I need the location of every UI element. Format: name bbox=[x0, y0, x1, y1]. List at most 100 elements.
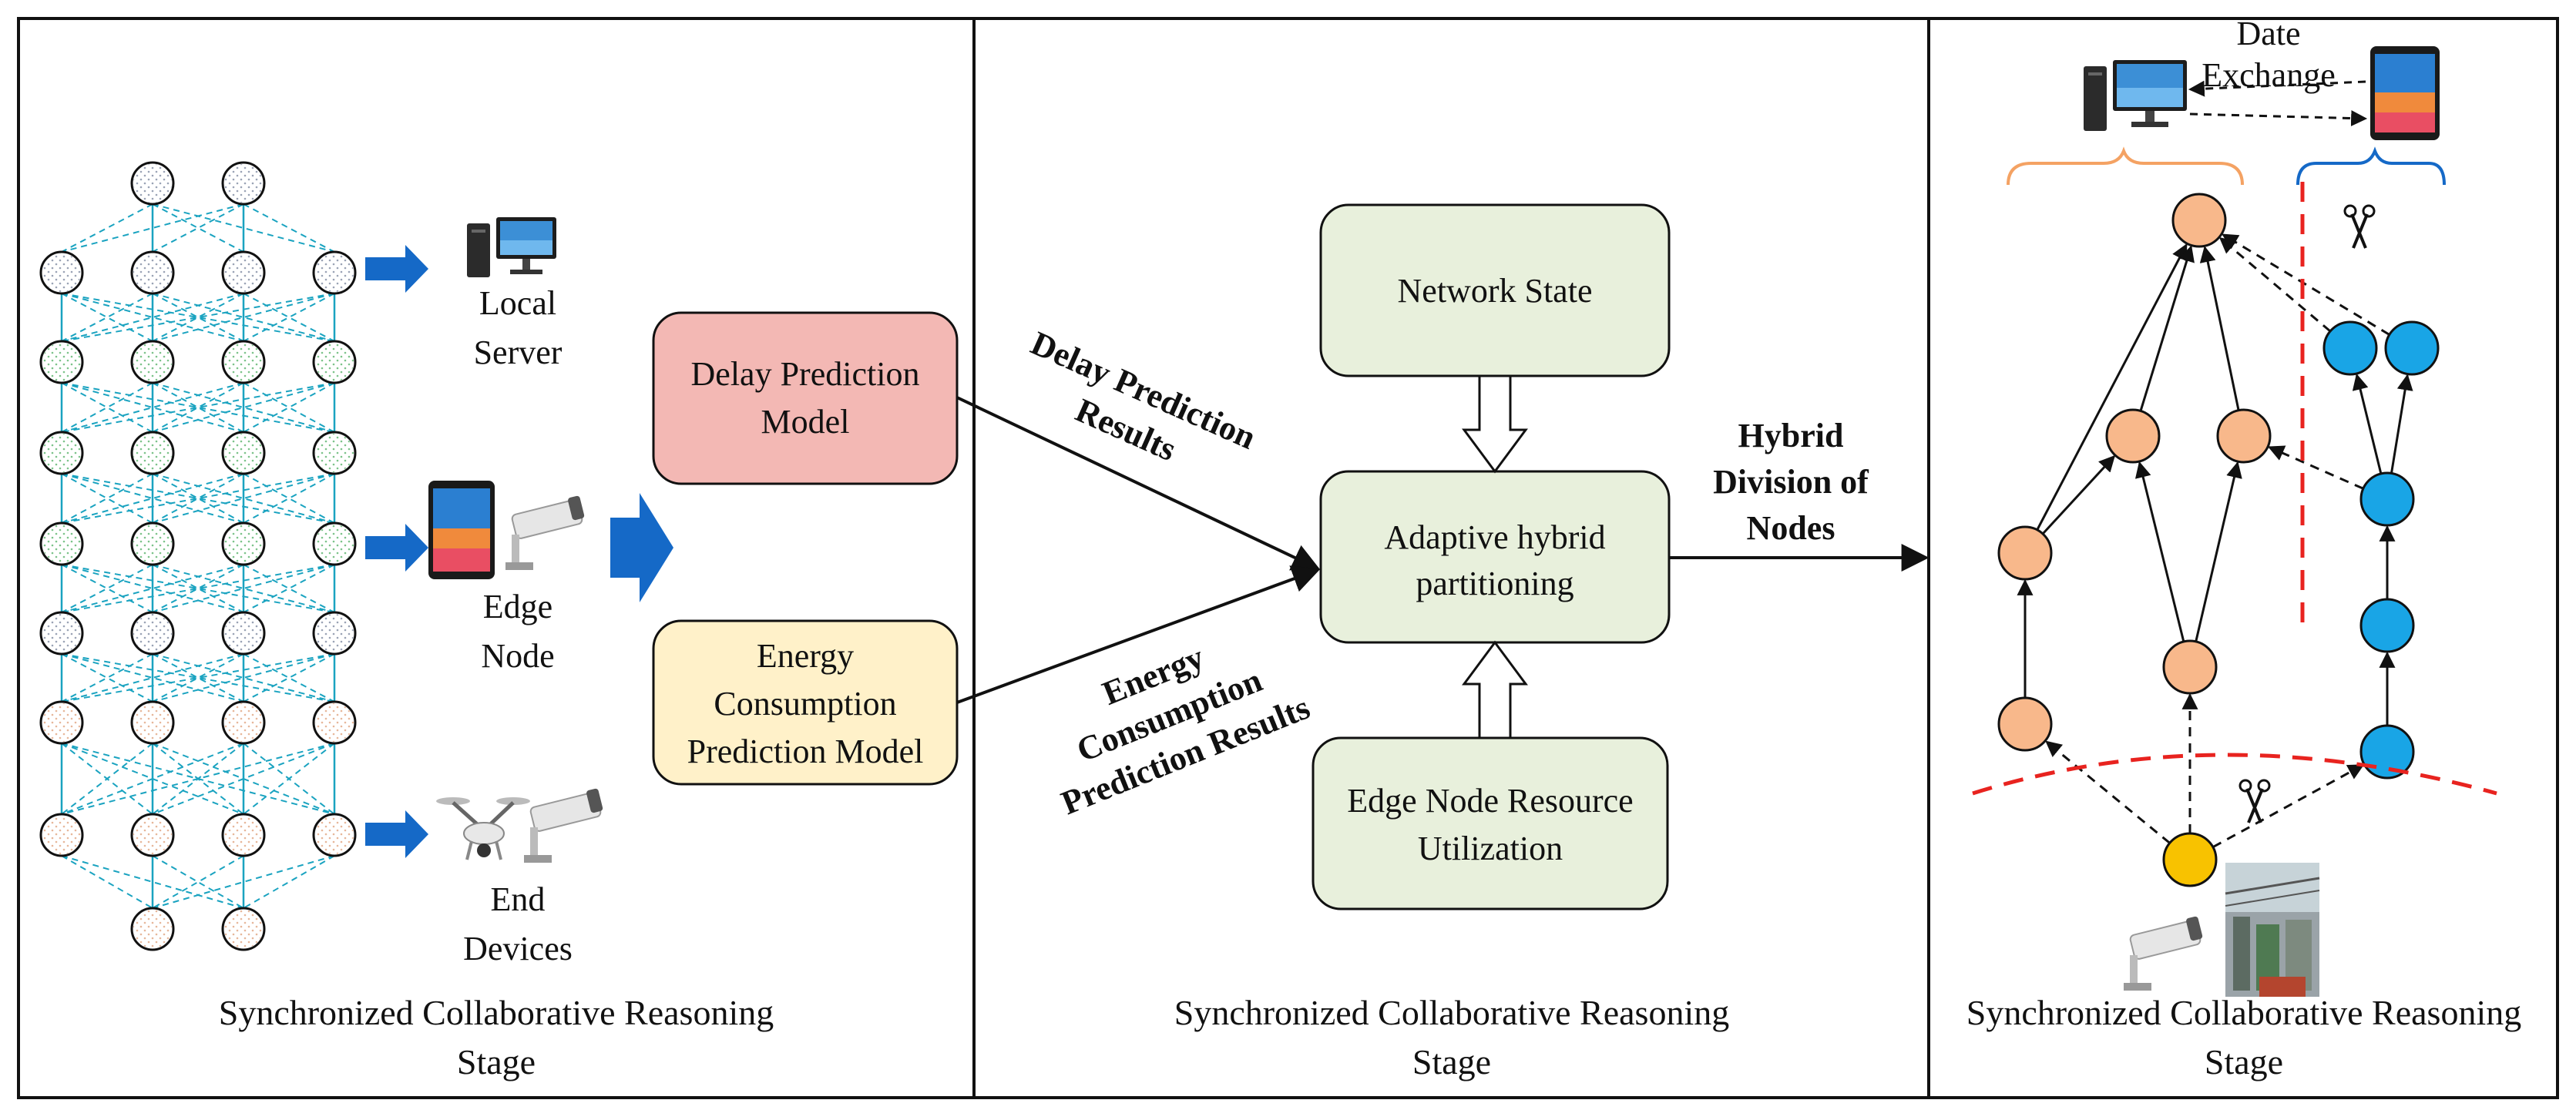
network-connection bbox=[61, 382, 335, 433]
hollow-arrow-down bbox=[1462, 374, 1528, 474]
local-server-label-1: Local bbox=[479, 284, 556, 322]
network-connection bbox=[152, 473, 335, 524]
network-node-fill bbox=[133, 343, 172, 381]
dashed-edge bbox=[2222, 233, 2390, 336]
right-caption-2: Stage bbox=[2205, 1042, 2283, 1081]
network-connection bbox=[61, 743, 153, 815]
cctv-camera-icon bbox=[524, 788, 603, 863]
resource-label-1: Edge Node Resource bbox=[1347, 782, 1633, 820]
network-connection bbox=[61, 564, 335, 613]
middle-caption-1: Synchronized Collaborative Reasoning bbox=[1174, 993, 1730, 1032]
hybrid-division-label-1: Hybrid bbox=[1738, 417, 1844, 454]
neural-network-graph bbox=[39, 161, 357, 951]
network-node-fill bbox=[315, 525, 354, 563]
network-connection bbox=[152, 382, 335, 433]
network-node-fill bbox=[224, 703, 263, 742]
scissors-icon bbox=[2238, 779, 2271, 823]
solid-edge bbox=[2390, 374, 2413, 474]
network-connection bbox=[61, 293, 335, 342]
exchange-arrow-left bbox=[2188, 80, 2366, 97]
network-node-fill bbox=[315, 816, 354, 854]
network-connection bbox=[61, 382, 244, 433]
data-exchange-label-1: Date bbox=[2236, 15, 2300, 52]
adaptive-hybrid-partitioning-box bbox=[1319, 470, 1671, 644]
orange-node bbox=[1997, 696, 2053, 752]
network-connection bbox=[152, 855, 244, 909]
cctv-camera-icon bbox=[2124, 916, 2203, 991]
energy-model-label-3: Prediction Model bbox=[687, 733, 924, 770]
network-connection bbox=[61, 473, 335, 524]
delay-results-label: Delay Prediction Results bbox=[1026, 324, 1261, 468]
network-connection bbox=[61, 743, 335, 815]
orange-node bbox=[2171, 193, 2227, 248]
network-connection bbox=[61, 382, 244, 433]
network-connection bbox=[61, 203, 153, 253]
desktop-computer-icon bbox=[2084, 60, 2187, 131]
left-caption-1: Synchronized Collaborative Reasoning bbox=[219, 993, 774, 1032]
energy-model-label-1: Energy bbox=[757, 637, 854, 675]
network-connection bbox=[152, 653, 335, 703]
network-node-fill bbox=[133, 910, 172, 948]
network-connection bbox=[61, 653, 244, 703]
tablet-icon bbox=[2370, 46, 2440, 140]
network-connection bbox=[61, 564, 335, 613]
energy-to-adaptive-arrow bbox=[956, 565, 1321, 704]
end-devices-label-1: End bbox=[491, 880, 546, 918]
orange-node bbox=[1997, 525, 2053, 581]
network-node-fill bbox=[224, 434, 263, 472]
blue-arrow-end bbox=[365, 810, 428, 858]
hybrid-division-label-3: Nodes bbox=[1747, 509, 1835, 547]
energy-results-label: Energy Consumption Prediction Results bbox=[1056, 638, 1315, 822]
network-connection bbox=[61, 653, 335, 703]
network-node-fill bbox=[224, 525, 263, 563]
middle-caption-2: Stage bbox=[1412, 1042, 1491, 1081]
left-caption-2: Stage bbox=[457, 1042, 536, 1081]
network-connection bbox=[61, 743, 244, 815]
edge-resource-utilization-box bbox=[1312, 736, 1669, 910]
blue-brace bbox=[2296, 146, 2446, 186]
dashed-edge bbox=[2268, 445, 2364, 490]
network-connection bbox=[243, 855, 335, 909]
network-node-fill bbox=[315, 434, 354, 472]
delay-model-label-1: Delay Prediction bbox=[691, 355, 920, 393]
blue-arrow-local bbox=[365, 245, 428, 293]
network-connection bbox=[61, 293, 244, 342]
network-node-fill bbox=[42, 816, 81, 854]
scissors-icon bbox=[2343, 204, 2376, 249]
network-connection bbox=[61, 653, 244, 703]
network-connection bbox=[61, 293, 244, 342]
network-connection bbox=[61, 473, 335, 524]
network-connection bbox=[152, 382, 335, 433]
network-connection bbox=[61, 293, 335, 342]
network-node-fill bbox=[42, 703, 81, 742]
orange-node bbox=[2216, 408, 2272, 464]
network-node-fill bbox=[42, 343, 81, 381]
network-connection bbox=[152, 473, 335, 524]
network-connection bbox=[152, 653, 335, 703]
substation-photo bbox=[2225, 863, 2320, 997]
network-node-fill bbox=[133, 434, 172, 472]
horizontal-cut-line bbox=[1972, 753, 2497, 796]
network-node-fill bbox=[315, 614, 354, 652]
network-node-fill bbox=[224, 343, 263, 381]
network-node-fill bbox=[42, 525, 81, 563]
network-node-fill bbox=[224, 614, 263, 652]
solid-edge bbox=[2139, 245, 2195, 411]
network-node-fill bbox=[224, 253, 263, 292]
energy-model-label-2: Consumption bbox=[714, 685, 896, 723]
solid-edge bbox=[2041, 454, 2116, 535]
right-caption-1: Synchronized Collaborative Reasoning bbox=[1966, 993, 2522, 1032]
network-connection bbox=[61, 564, 244, 613]
network-connection bbox=[61, 564, 244, 613]
exchange-arrow-right bbox=[2189, 110, 2368, 126]
blue-node bbox=[2359, 471, 2415, 527]
hybrid-division-label-2: Division of bbox=[1713, 463, 1869, 501]
network-node-fill bbox=[42, 253, 81, 292]
solid-edge bbox=[2352, 373, 2383, 474]
adaptive-label-2: partitioning bbox=[1416, 565, 1573, 602]
network-node-fill bbox=[42, 614, 81, 652]
network-node-fill bbox=[133, 164, 172, 203]
dashed-edge bbox=[2218, 236, 2332, 333]
